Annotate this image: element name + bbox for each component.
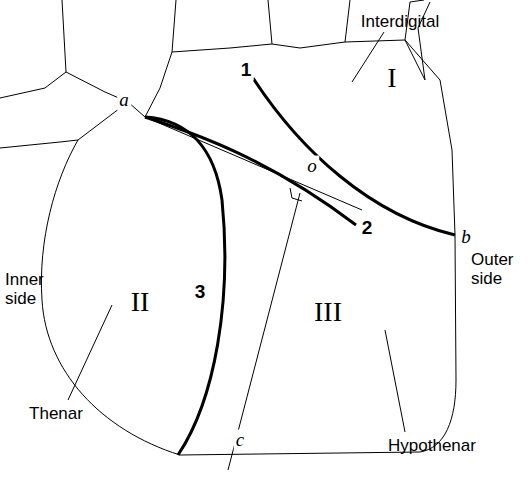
palm-line-1 xyxy=(253,78,455,235)
point-label: a xyxy=(117,90,131,111)
leader-line xyxy=(68,305,112,400)
region-name: Thenar xyxy=(27,405,85,424)
side-label: Outer side xyxy=(469,251,523,288)
point-label: o xyxy=(305,156,319,177)
line-number: 3 xyxy=(193,282,208,303)
line-number: 2 xyxy=(360,218,375,239)
line-number: 1 xyxy=(239,60,254,81)
palm-outline xyxy=(41,140,456,455)
region-name: Interdigital xyxy=(359,13,441,32)
palm-outer-edge xyxy=(405,40,455,235)
right-angle-mark xyxy=(290,188,302,201)
axis-line-ab xyxy=(145,117,362,210)
finger-outline xyxy=(268,0,272,44)
finger-outline xyxy=(345,0,350,42)
palm-line-3 xyxy=(145,117,225,455)
leader-line xyxy=(385,330,405,432)
region-name: Hypothenar xyxy=(386,437,478,456)
side-label: Inner side xyxy=(3,271,51,308)
finger-outline xyxy=(62,0,145,117)
point-label: b xyxy=(459,227,473,248)
region-number: II xyxy=(129,287,152,318)
finger-outline xyxy=(145,0,176,117)
leader-line xyxy=(352,32,384,82)
finger-outline xyxy=(0,72,66,98)
palm-line-2 xyxy=(145,117,356,225)
region-number: III xyxy=(312,297,344,328)
point-label: c xyxy=(234,430,246,451)
palm-top-edge xyxy=(172,40,405,52)
perpendicular-line xyxy=(228,193,300,470)
finger-outline xyxy=(0,102,128,148)
region-number: I xyxy=(385,63,398,94)
